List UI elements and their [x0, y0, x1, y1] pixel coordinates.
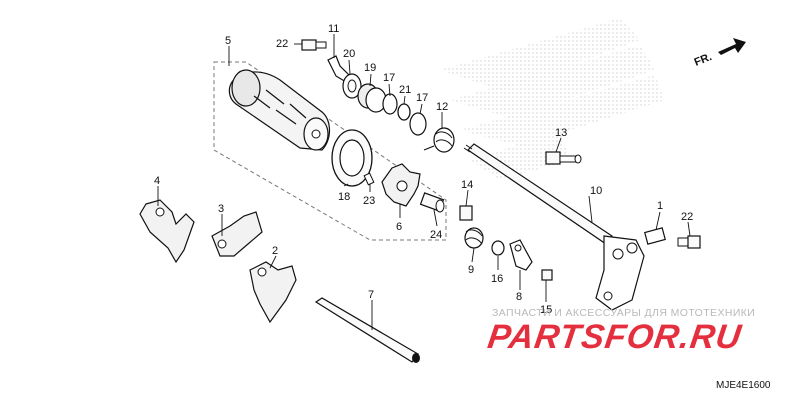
callout-17-lower: 17: [416, 92, 428, 104]
callout-labels: 5 11 22 20 19 17 21 17 12 13 10 1 22 18 …: [154, 23, 693, 316]
bolt-right: [677, 235, 701, 249]
callout-15: 15: [540, 304, 552, 316]
watermark-subtitle: ЗАПЧАСТИ И АКСЕССУАРЫ ДЛЯ МОТОТЕХНИКИ: [492, 307, 756, 319]
diagram-code: MJE4E1600: [716, 380, 771, 391]
callout-17-upper: 17: [383, 72, 395, 84]
callout-3: 3: [218, 203, 224, 215]
shift-drum: [228, 69, 331, 151]
washer-a: [382, 93, 398, 115]
callout-18: 18: [338, 191, 350, 203]
pivot-bolt: [459, 205, 473, 221]
bolt-top: [301, 39, 327, 51]
fork-shaft: [314, 297, 420, 363]
callout-20: 20: [343, 48, 355, 60]
shift-fork-center: [211, 211, 263, 257]
shift-fork-left: [139, 199, 195, 264]
leader-lines: [157, 34, 691, 330]
guide-plate: [644, 227, 666, 245]
shift-drum-center: [381, 163, 421, 207]
callout-7: 7: [368, 289, 374, 301]
washer-c: [491, 240, 505, 256]
spindle-bolt: [545, 151, 582, 165]
stopper-plate: [509, 239, 533, 271]
snap-ring: [397, 103, 411, 121]
callout-22-top: 22: [276, 38, 288, 50]
svg-text:FR.: FR.: [693, 51, 714, 69]
callout-5: 5: [225, 35, 231, 47]
callout-10: 10: [590, 185, 602, 197]
watermark-brand: PARTSFOR.RU: [485, 318, 745, 356]
callout-21: 21: [399, 84, 411, 96]
callout-24: 24: [430, 229, 442, 241]
return-spring: [423, 127, 455, 153]
callout-19: 19: [364, 62, 376, 74]
stopper-spring: [464, 227, 484, 249]
callout-11: 11: [328, 23, 339, 35]
washer-b: [409, 112, 427, 136]
shift-fork-right: [249, 261, 297, 324]
front-direction-arrow: FR.: [693, 38, 746, 69]
collar: [342, 73, 362, 99]
callout-6: 6: [396, 221, 402, 233]
callout-9: 9: [468, 264, 474, 276]
callout-4: 4: [154, 175, 160, 187]
roller: [357, 83, 387, 113]
assembly-group-outline: [213, 61, 447, 241]
callout-1: 1: [657, 200, 663, 212]
callout-13: 13: [555, 127, 567, 139]
callout-14: 14: [461, 179, 473, 191]
socket-bolt: [419, 192, 445, 213]
shift-spindle: [463, 143, 645, 311]
dowel-pin: [363, 172, 375, 186]
callout-16: 16: [491, 273, 503, 285]
bearing: [331, 129, 373, 187]
callout-2: 2: [272, 245, 278, 257]
callout-23: 23: [363, 195, 375, 207]
callout-8: 8: [516, 291, 522, 303]
callout-12: 12: [436, 101, 448, 113]
small-bolt: [541, 269, 553, 281]
callout-22-right: 22: [681, 211, 693, 223]
